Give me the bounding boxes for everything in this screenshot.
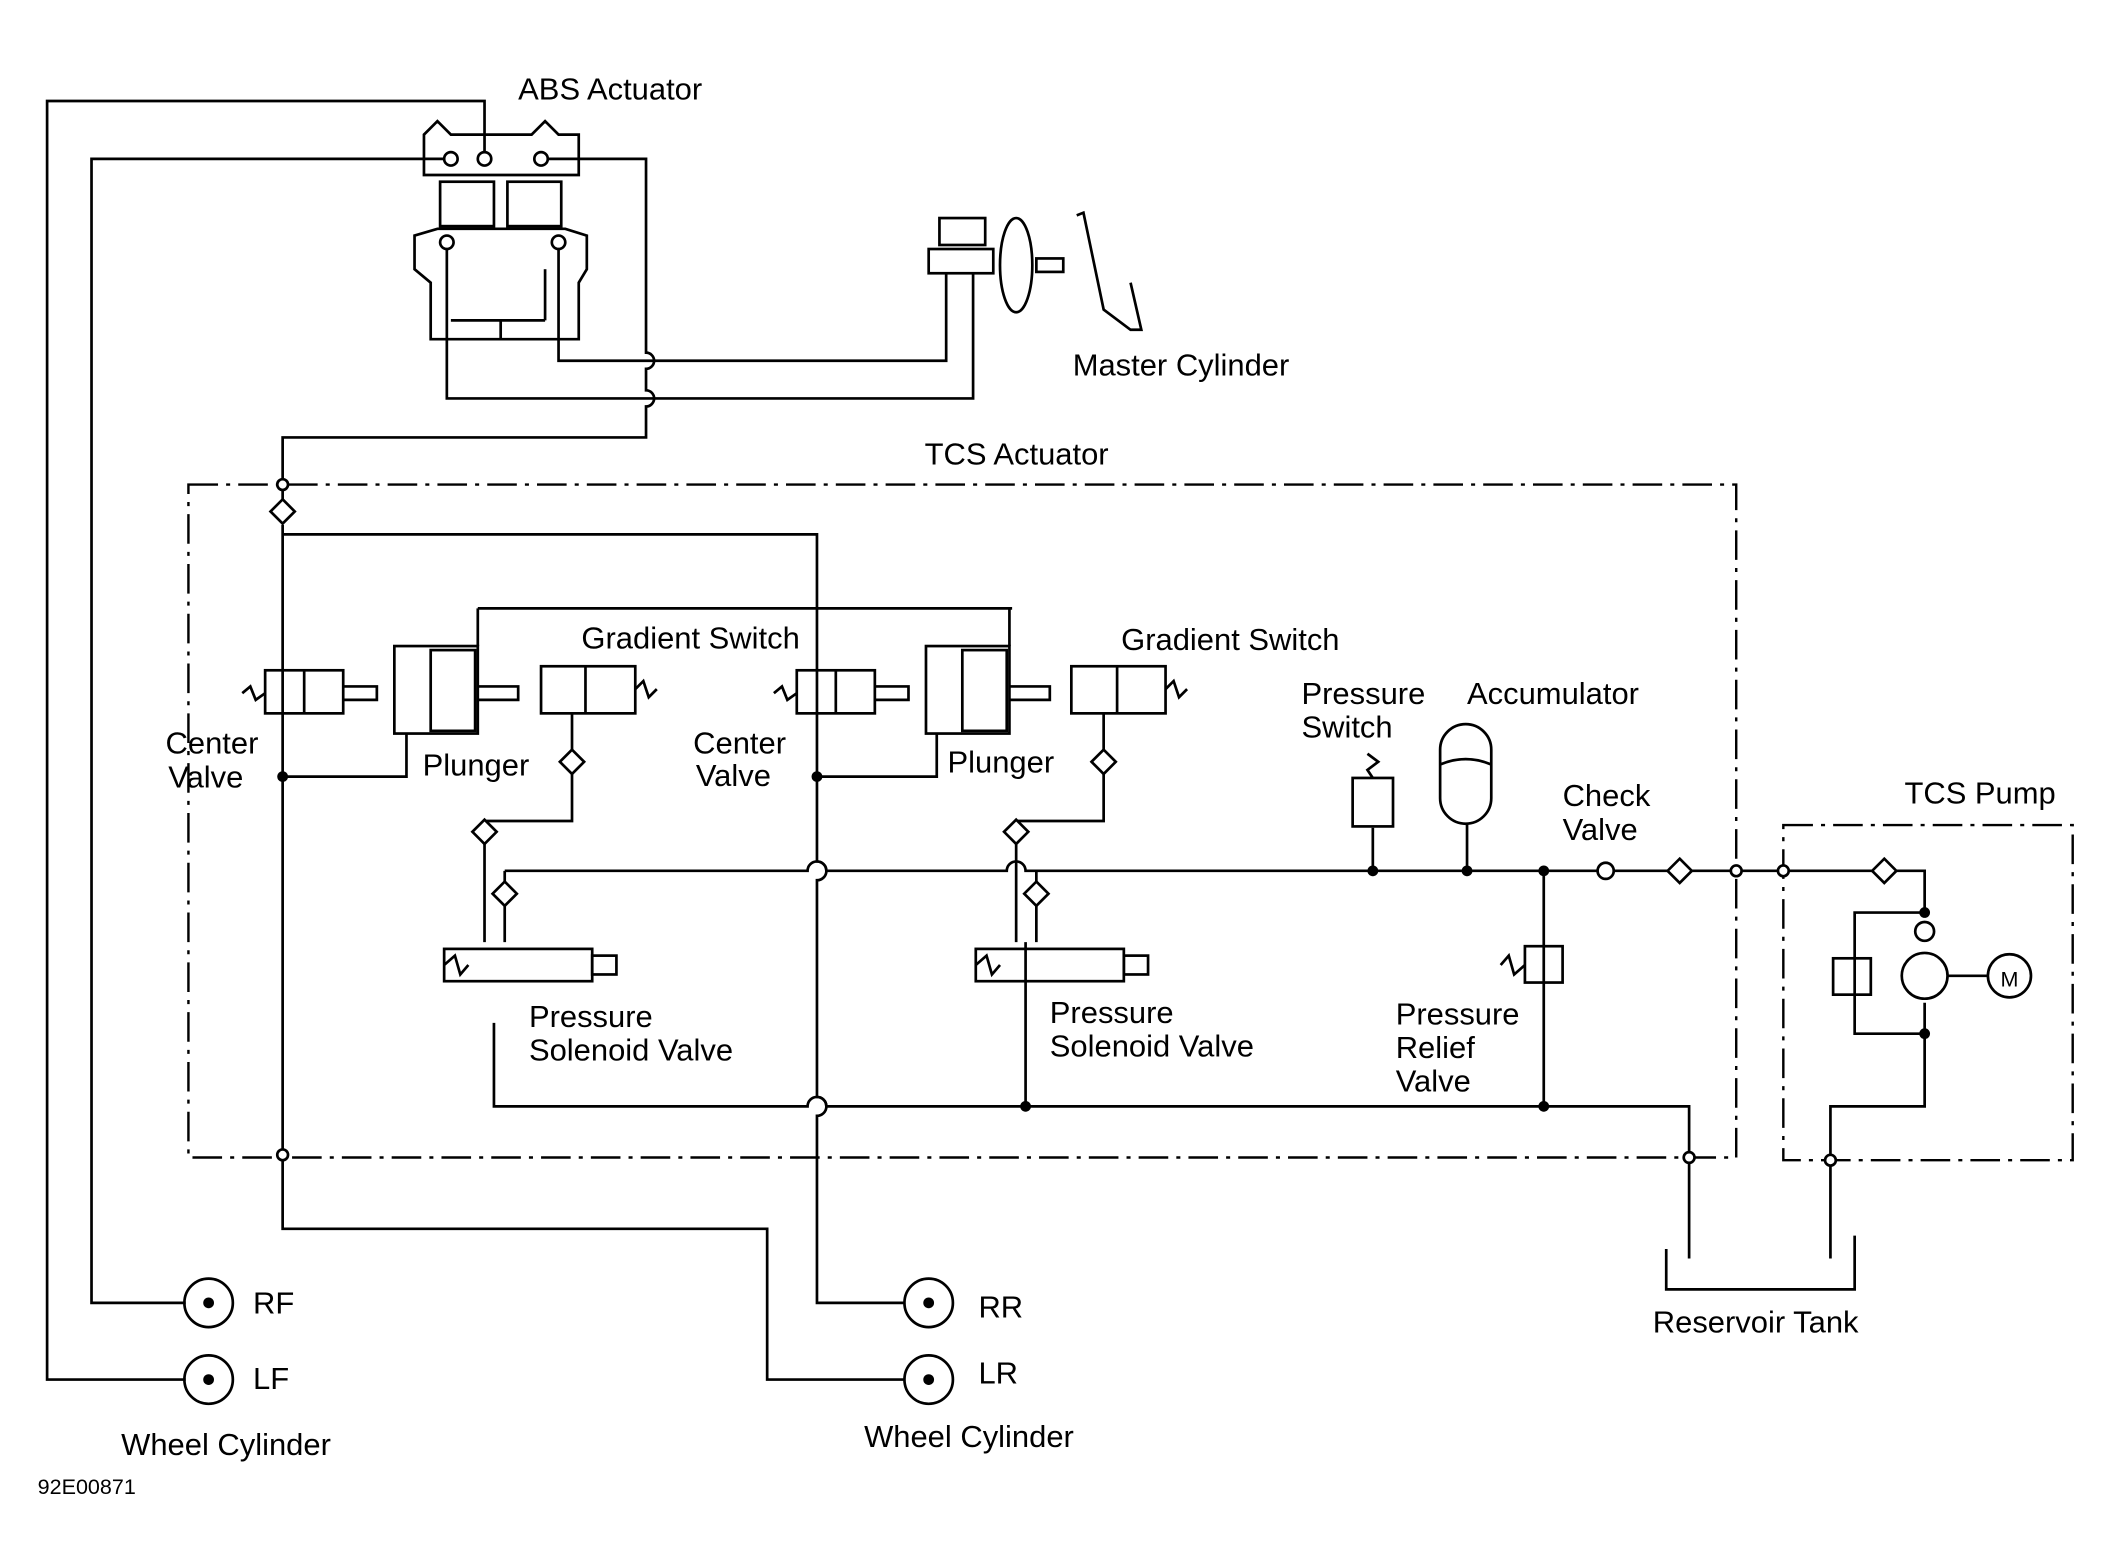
pump-relief-valve	[1831, 956, 1873, 996]
plunger-label: Plunger	[948, 745, 1055, 780]
center-valve-label: Center	[693, 726, 786, 761]
center-valve-label: Valve	[696, 758, 771, 793]
check-valve-label: Valve	[1563, 812, 1638, 847]
rf-label: RF	[253, 1286, 294, 1321]
pressure-solenoid-label: Solenoid Valve	[1050, 1029, 1254, 1064]
accumulator-label: Accumulator	[1467, 676, 1639, 711]
junctions	[275, 477, 1931, 1167]
pressure-relief-label: Valve	[1396, 1064, 1471, 1099]
center-valve-label: Center	[166, 726, 259, 761]
lr-label: LR	[978, 1356, 1018, 1391]
pump-symbol	[1900, 951, 1949, 1001]
pressure-relief-label: Pressure	[1396, 996, 1520, 1031]
figure-code: 92E00871	[38, 1475, 136, 1499]
lf-label: LF	[253, 1361, 289, 1396]
wheel-cylinder-label: Wheel Cylinder	[864, 1419, 1074, 1454]
master-cylinder-label: Master Cylinder	[1073, 348, 1290, 383]
abs-actuator-label: ABS Actuator	[518, 72, 702, 107]
pressure-solenoid-label: Pressure	[529, 999, 653, 1034]
reservoir-tank-label: Reservoir Tank	[1653, 1304, 1859, 1339]
abs-actuator	[413, 119, 589, 341]
tcs-pump-boundary	[1782, 823, 2074, 1162]
valve-group-1	[241, 644, 658, 983]
pressure-switch-spring	[1365, 752, 1381, 779]
pressure-relief-symbol	[1523, 944, 1564, 984]
plunger-label: Plunger	[423, 747, 530, 782]
center-valve-label: Valve	[168, 759, 243, 794]
rr-label: RR	[978, 1290, 1023, 1325]
motor-label: M	[2000, 968, 2018, 992]
wheel-cylinder-label: Wheel Cylinder	[121, 1427, 331, 1462]
master-cylinder	[927, 210, 1144, 332]
pressure-relief-label: Relief	[1396, 1030, 1476, 1065]
accumulator-symbol	[1438, 722, 1493, 826]
filters	[268, 497, 1899, 908]
gradient-switch-label: Gradient Switch	[1121, 622, 1339, 657]
tcs-actuator-label: TCS Actuator	[925, 436, 1109, 471]
pressure-switch-symbol	[1351, 776, 1395, 828]
check-valve-label: Check	[1563, 778, 1651, 813]
motor-icon	[1986, 952, 2033, 999]
pump-check-valve	[1913, 920, 1936, 943]
accumulator-membrane	[1439, 757, 1492, 766]
tcs-pump-label: TCS Pump	[1904, 776, 2055, 811]
wheel-cylinders	[183, 1277, 955, 1406]
labels: ABS Actuator Master Cylinder TCS Actuato…	[38, 72, 2056, 1499]
valve-group-2	[773, 644, 1189, 983]
pressure-switch-label: Pressure	[1301, 676, 1425, 711]
check-valve-symbol	[1596, 861, 1616, 881]
pressure-solenoid-label: Pressure	[1050, 995, 1174, 1030]
gradient-switch-label: Gradient Switch	[581, 621, 799, 656]
pressure-switch-label: Switch	[1301, 710, 1392, 745]
tcs-actuator-boundary	[187, 483, 1738, 1159]
pressure-solenoid-label: Solenoid Valve	[529, 1033, 733, 1068]
brake-lines	[45, 99, 1990, 1381]
